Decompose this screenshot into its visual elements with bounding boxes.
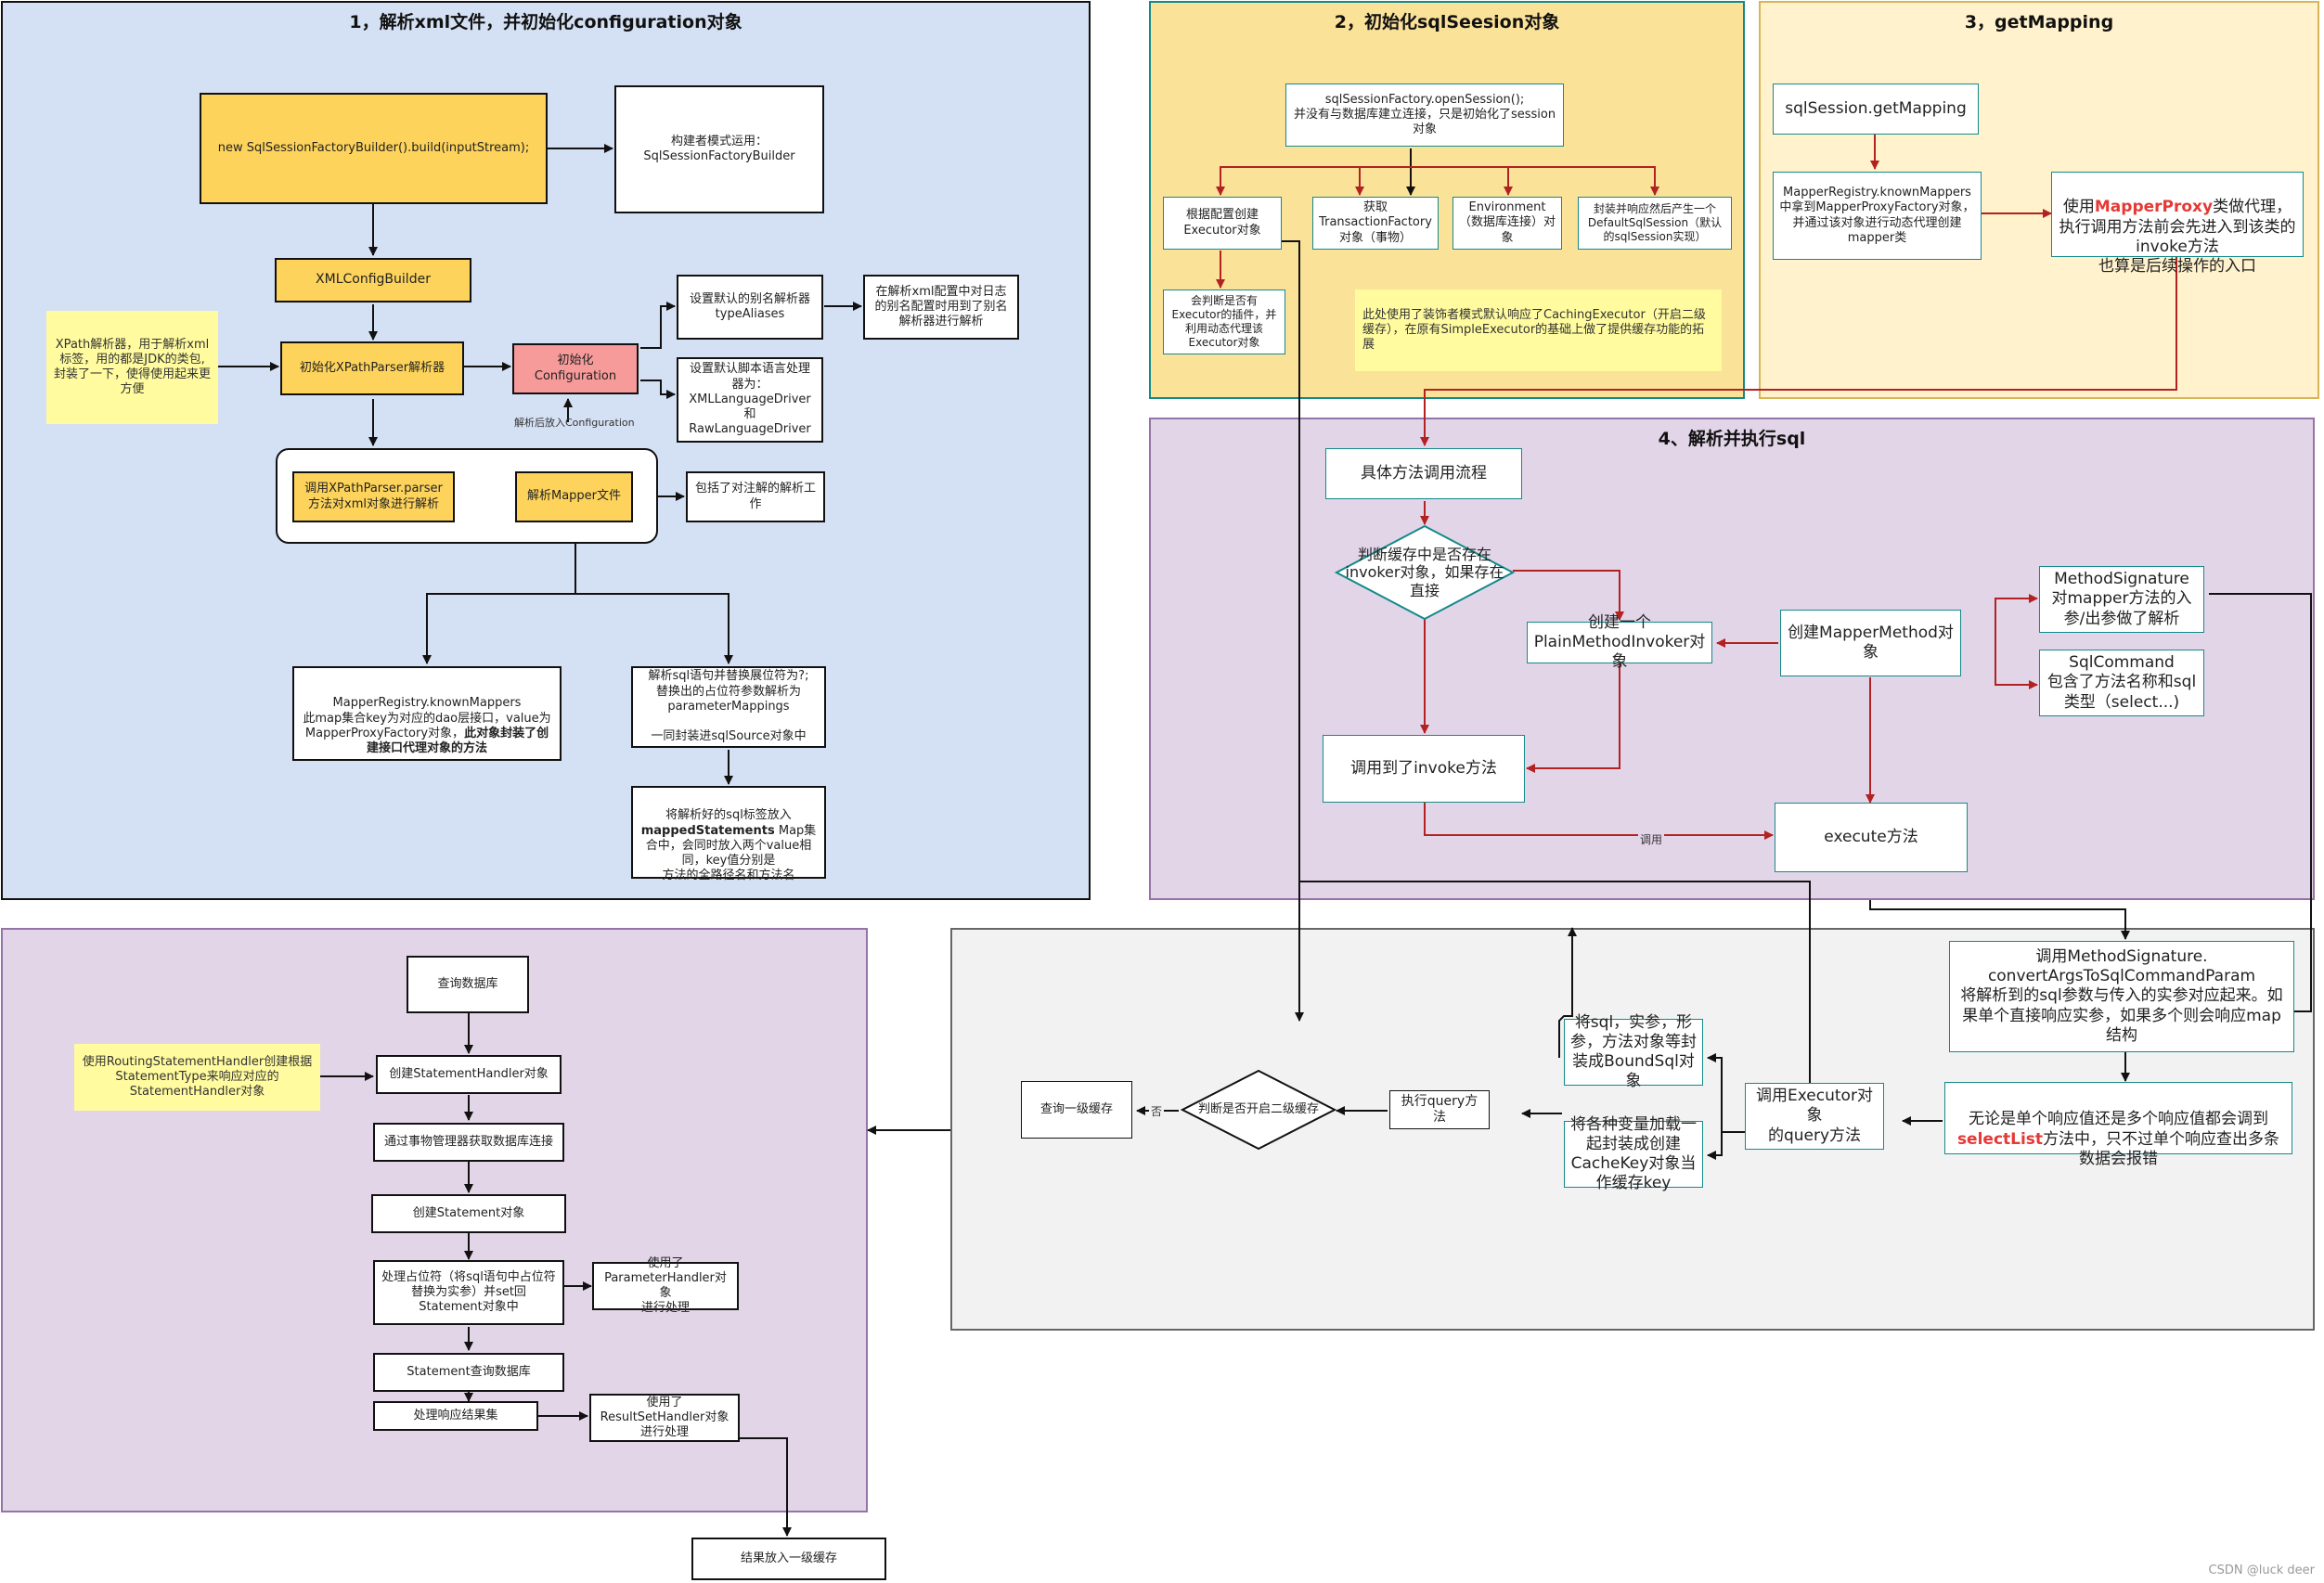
proxy-text-a: 使用 [2062,198,2095,217]
mapped-text-bold: mappedStatements [640,823,775,838]
executor-plugin-box[interactable]: 会判断是否有Executor的插件，并利用动态代理该Executor对象 [1163,290,1285,354]
second-cache-label[interactable]: 判断是否开启二级缓存 [1197,1102,1319,1117]
mapper-method-box[interactable]: 创建MapperMethod对象 [1780,610,1961,676]
plain-invoker-box[interactable]: 创建一个 PlainMethodInvoker对象 [1527,613,1712,671]
result-handler-box[interactable]: 使用了ResultSetHandler对象进行处理 [589,1394,740,1442]
cache-key-box[interactable]: 将各种变量加载一起封装成创建CacheKey对象当作缓存key [1564,1115,1703,1192]
builder-pattern-note[interactable]: 构建者模式运用： SqlSessionFactoryBuilder [614,85,824,213]
executor-query-box[interactable]: 调用Executor对象 的query方法 [1745,1083,1884,1150]
parse-sql-box[interactable]: 解析sql语句并替换展位符为?; 替换出的占位符参数解析为parameterMa… [631,666,826,748]
method-signature-box[interactable]: MethodSignature 对mapper方法的入参/出参做了解析 [2039,566,2204,633]
execute-box[interactable]: execute方法 [1775,803,1968,872]
configuration-box[interactable]: 初始化 Configuration [512,343,639,394]
mapped-text-a: 将解析好的sql标签放入 [665,808,792,823]
cache-check-diamond [1335,524,1515,621]
parameter-handler-box[interactable]: 使用了 ParameterHandler对象 进行处理 [592,1256,739,1315]
xpath-note: XPath解析器，用于解析xml标签，用的都是JDK的类包,封装了一下，使得使用… [46,311,218,424]
invoke-box[interactable]: 调用到了invoke方法 [1323,735,1525,803]
watermark: CSDN @luck deer [2208,1564,2315,1577]
cache-check-label[interactable]: 判断缓存中是否存在 invoker对象，如果存在 直接 [1345,546,1504,599]
caching-executor-note: 此处使用了装饰者模式默认响应了CachingExecutor（开启二级缓存），在… [1355,290,1722,371]
parse-mapper-box[interactable]: 解析Mapper文件 [515,471,633,522]
get-mapping-box[interactable]: sqlSession.getMapping [1773,84,1979,135]
call-parser-box[interactable]: 调用XPathParser.parser方法对xml对象进行解析 [292,471,455,522]
query-method-box[interactable]: 执行query方法 [1389,1090,1490,1129]
mapper-registry-text: MapperRegistry.knownMappers 此map集合key为对应… [303,696,551,740]
mapper-registry-box[interactable]: MapperRegistry.knownMappers 此map集合key为对应… [292,666,562,761]
select-list-text-c: 方法中，只不过单个响应查出多条数据会报错 [2043,1129,2280,1168]
result-set-box[interactable]: 处理响应结果集 [373,1401,538,1431]
create-statement-box[interactable]: 创建Statement对象 [371,1194,566,1233]
parse-into-config-label: 解析后放入Configuration [514,417,635,429]
bound-sql-box[interactable]: 将sql，实参，形参，方法对象等封装成BoundSql对象 [1564,1013,1703,1090]
select-list-text-hl: selectList [1956,1129,2044,1149]
method-flow-box[interactable]: 具体方法调用流程 [1325,448,1522,499]
language-driver-box[interactable]: 设置默认脚本语言处理器为： XMLLanguageDriver 和RawLang… [677,357,823,443]
sql-command-box[interactable]: SqlCommand 包含了方法名称和sql类型（select...) [2039,650,2204,716]
second-cache-diamond [1181,1069,1336,1151]
type-aliases-box[interactable]: 设置默认的别名解析器typeAliases [677,275,823,340]
query-db-box[interactable]: 查询数据库 [407,956,529,1013]
mapper-registry-bold: 此对象封装了创建接口代理对象的方法 [366,726,549,755]
annotation-box[interactable]: 包括了对注解的解析工作 [686,471,825,522]
convert-args-box[interactable]: 调用MethodSignature. convertArgsToSqlComma… [1949,941,2294,1052]
call-edge-label: 调用 [1638,831,1665,847]
build-session-factory[interactable]: new SqlSessionFactoryBuilder().build(inp… [200,93,548,204]
mapped-text-c: Map集合中，会同时放入两个value相同，key值分别是 方法的全路径名和方法… [645,823,817,883]
panel-title: 2，初始化sqlSeesion对象 [1334,12,1560,32]
known-mappers-box[interactable]: MapperRegistry.knownMappers中拿到MapperProx… [1773,172,1982,260]
create-handler-box[interactable]: 创建StatementHandler对象 [376,1055,562,1094]
default-session-box[interactable]: 封装并响应然后产生一个DefaultSqlSession（默认的sqlSessi… [1578,197,1732,250]
create-executor-box[interactable]: 根据配置创建 Executor对象 [1163,197,1282,250]
panel-title: 3，getMapping [1964,12,2114,32]
open-session-box[interactable]: sqlSessionFactory.openSession(); 并没有与数据库… [1285,84,1564,147]
put-cache-box[interactable]: 结果放入一级缓存 [691,1538,886,1580]
first-cache-box[interactable]: 查询一级缓存 [1021,1081,1132,1139]
xml-config-builder[interactable]: XMLConfigBuilder [275,258,471,302]
xpath-parser-box[interactable]: 初始化XPathParser解析器 [280,341,464,395]
statement-query-box[interactable]: Statement查询数据库 [373,1353,564,1392]
mapper-proxy-box[interactable]: 使用MapperProxy类做代理，执行调用方法前会先进入到该类的invoke方… [2051,172,2304,276]
proxy-text-c: 类做代理，执行调用方法前会先进入到该类的invoke方法 也算是后续操作的入口 [2059,198,2296,276]
panel-title: 1，解析xml文件，并初始化configuration对象 [349,12,742,32]
placeholder-box[interactable]: 处理占位符（将sql语句中占位符替换为实参）并set回Statement对象中 [373,1260,564,1325]
select-list-text-a: 无论是单个响应值还是多个响应值都会调到 [1969,1110,2268,1129]
panel-title: 4、解析并执行sql [1658,429,1806,449]
transaction-factory-box[interactable]: 获取 TransactionFactory 对象（事物） [1312,197,1439,250]
proxy-text-hl: MapperProxy [2094,198,2214,217]
no-edge-label: 否 [1149,1103,1165,1119]
alias-log-box[interactable]: 在解析xml配置中对日志的别名配置时用到了别名解析器进行解析 [863,275,1019,340]
environment-box[interactable]: Environment（数据库连接）对象 [1452,197,1562,250]
get-connection-box[interactable]: 通过事物管理器获取数据库连接 [373,1123,564,1162]
routing-handler-note: 使用RoutingStatementHandler创建根据StatementTy… [74,1044,320,1111]
